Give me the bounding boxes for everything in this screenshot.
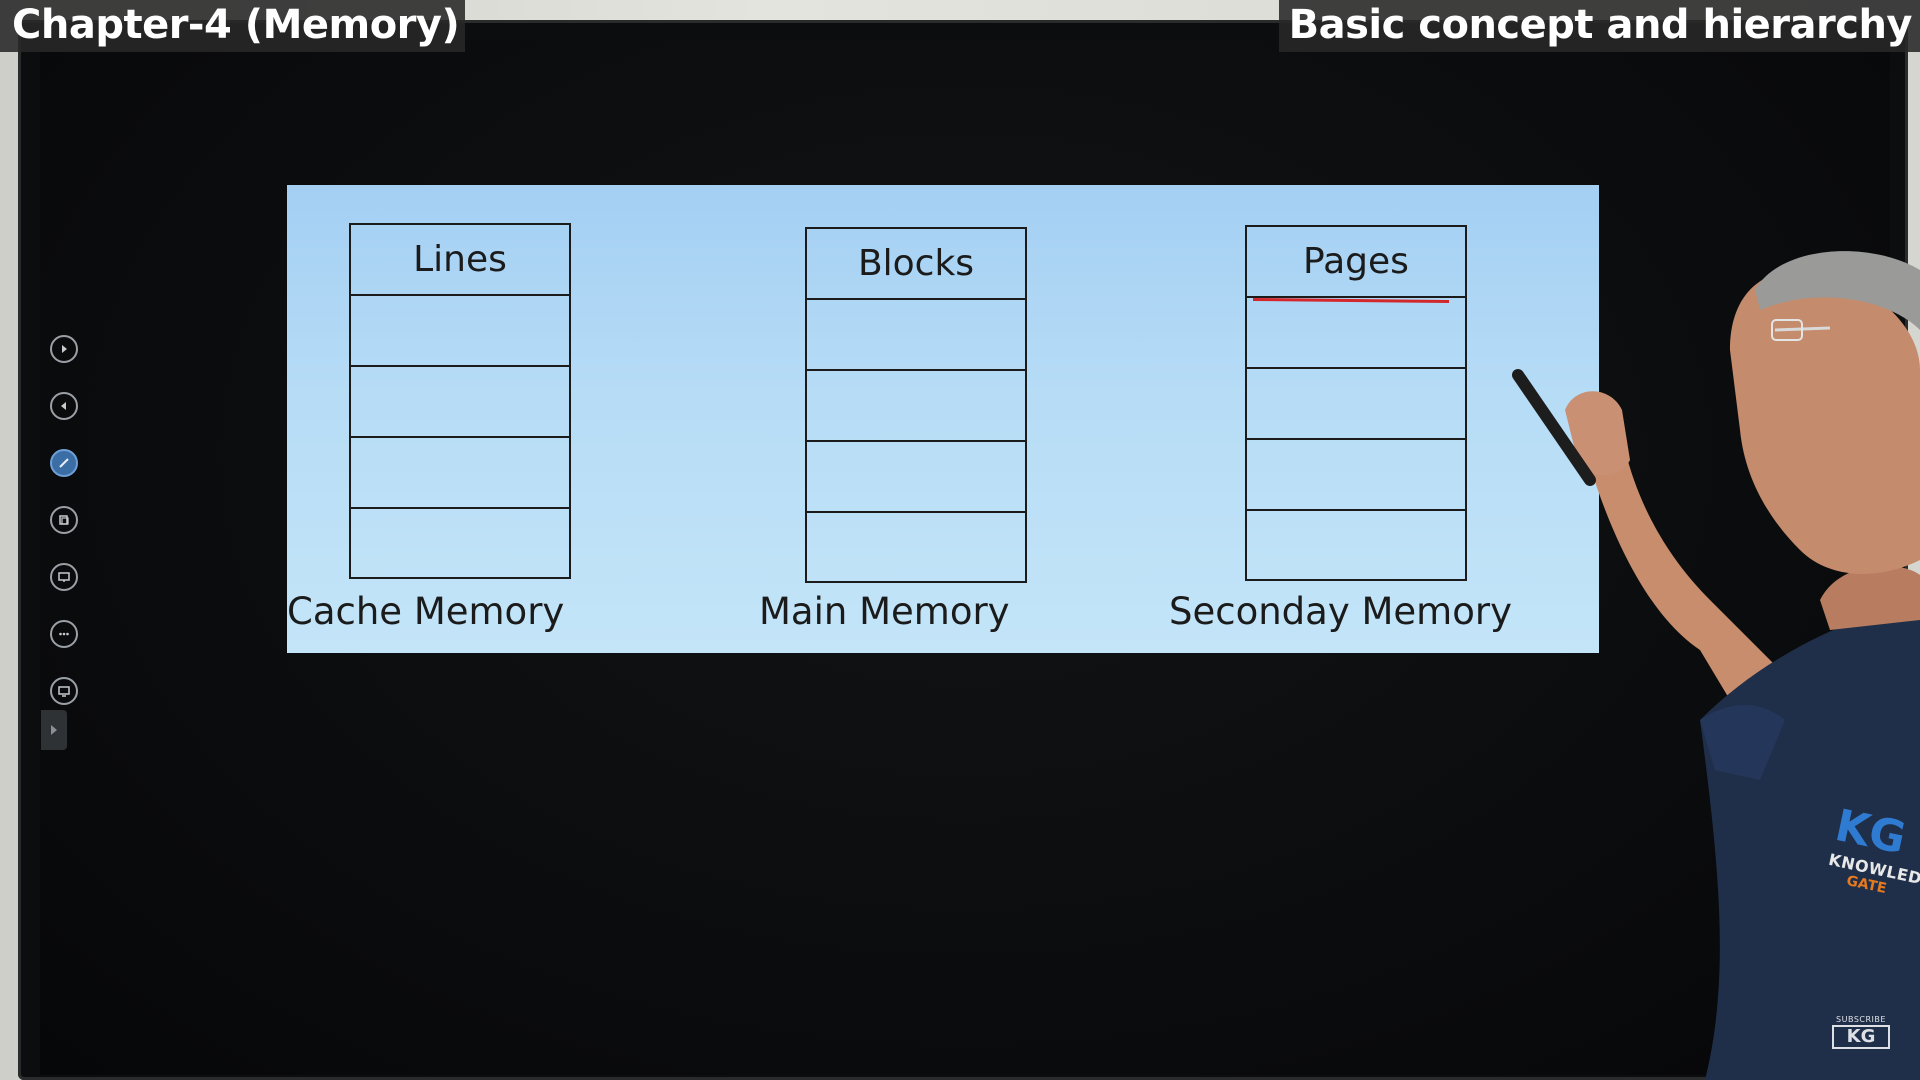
main-memory-table: Blocks bbox=[805, 227, 1027, 583]
main-memory-diagram: Blocks bbox=[805, 227, 1031, 583]
play-next-icon[interactable] bbox=[50, 335, 78, 363]
cache-line-row bbox=[351, 296, 569, 367]
pen-icon[interactable] bbox=[50, 449, 78, 477]
cache-memory-table: Lines bbox=[349, 223, 571, 579]
whiteboard-icon[interactable] bbox=[50, 563, 78, 591]
main-memory-caption: Main Memory bbox=[759, 590, 1010, 633]
secondary-page-row bbox=[1247, 298, 1465, 369]
chevron-right-icon bbox=[51, 725, 57, 735]
secondary-page-row bbox=[1247, 440, 1465, 511]
secondary-page-row bbox=[1247, 511, 1465, 579]
secondary-memory-header: Pages bbox=[1247, 227, 1465, 298]
cache-line-row bbox=[351, 367, 569, 438]
main-block-row bbox=[807, 513, 1025, 581]
screen-share-icon[interactable] bbox=[50, 677, 78, 705]
cache-memory-diagram: Lines bbox=[349, 223, 575, 579]
toolbar-collapse-handle[interactable] bbox=[41, 710, 67, 750]
memory-hierarchy-slide: Lines Cache Memory Blocks Main Memory Pa… bbox=[287, 185, 1599, 653]
board-toolbar bbox=[50, 335, 90, 734]
cache-line-row bbox=[351, 509, 569, 577]
topic-title: Basic concept and hierarchy bbox=[1278, 0, 1920, 52]
cache-memory-header: Lines bbox=[351, 225, 569, 296]
chapter-title: Chapter-4 (Memory) bbox=[0, 0, 466, 52]
secondary-memory-diagram: Pages bbox=[1245, 225, 1471, 581]
main-memory-header: Blocks bbox=[807, 229, 1025, 300]
cache-line-row bbox=[351, 438, 569, 509]
channel-logo: KG bbox=[1832, 1025, 1890, 1049]
secondary-memory-table: Pages bbox=[1245, 225, 1467, 581]
secondary-page-row bbox=[1247, 369, 1465, 440]
copy-icon[interactable] bbox=[50, 506, 78, 534]
subscribe-watermark[interactable]: SUBSCRIBE KG bbox=[1832, 1015, 1890, 1049]
main-block-row bbox=[807, 371, 1025, 442]
cache-memory-caption: Cache Memory bbox=[287, 590, 565, 633]
secondary-memory-caption: Seconday Memory bbox=[1169, 590, 1512, 633]
main-block-row bbox=[807, 442, 1025, 513]
main-block-row bbox=[807, 300, 1025, 371]
subscribe-label: SUBSCRIBE bbox=[1836, 1015, 1886, 1024]
more-icon[interactable] bbox=[50, 620, 78, 648]
play-previous-icon[interactable] bbox=[50, 392, 78, 420]
